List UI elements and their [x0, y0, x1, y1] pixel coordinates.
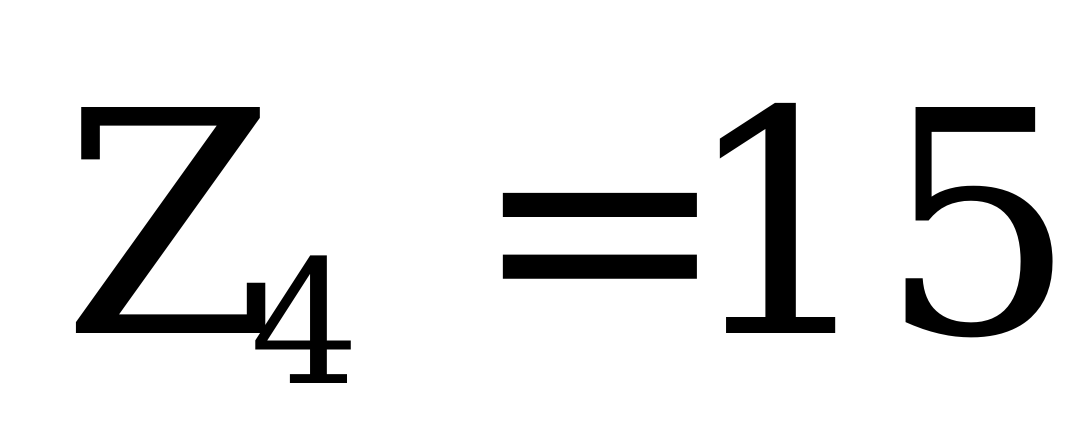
equation-variable: Z — [62, 46, 278, 407]
equation-canvas: Z 4 = 15 — [62, 46, 1076, 424]
equation-value: 15 — [682, 46, 1076, 407]
equals-sign: = — [470, 46, 730, 407]
equation-subscript: 4 — [250, 223, 360, 424]
